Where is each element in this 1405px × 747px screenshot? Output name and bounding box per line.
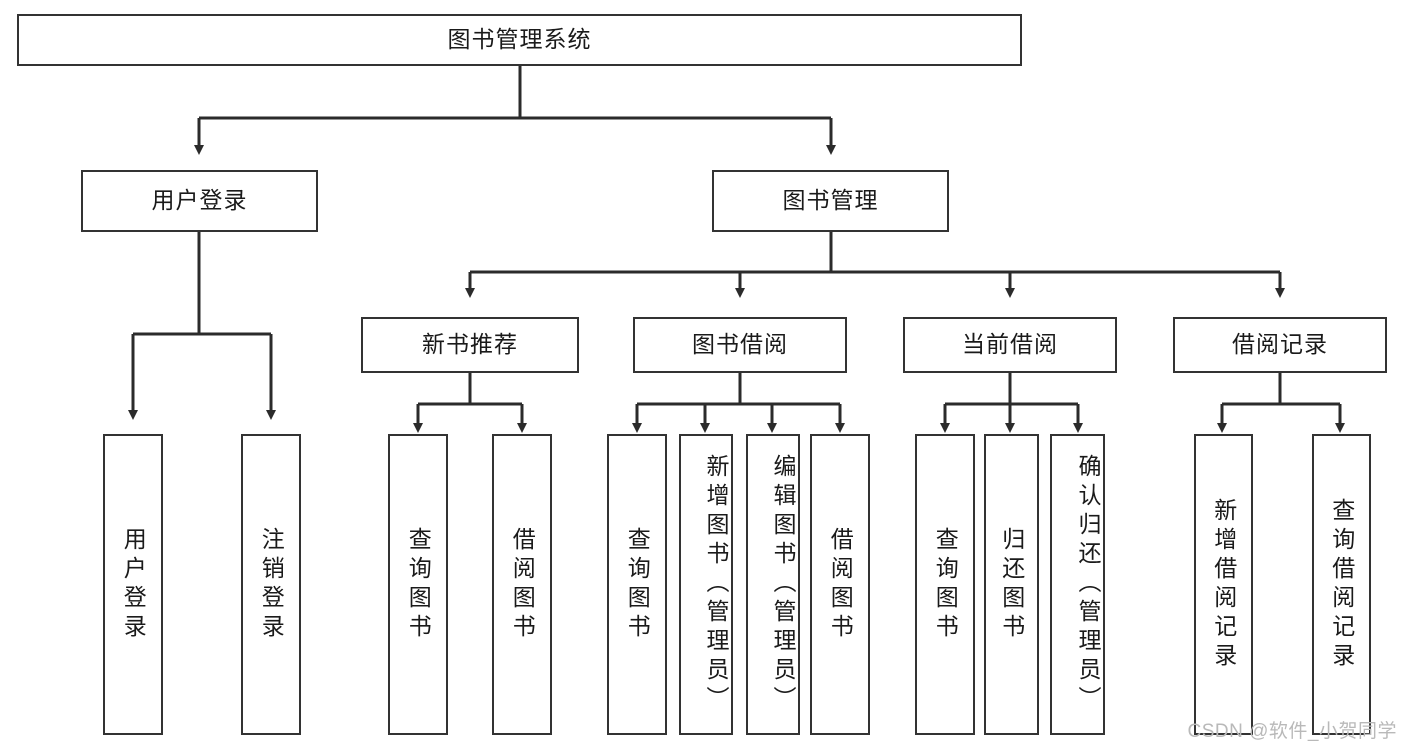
node-leaf-add-record[interactable]: 新增借阅记录	[1194, 434, 1253, 735]
node-leaf-edit-book[interactable]: 编辑图书（管理员）	[746, 434, 800, 735]
node-root[interactable]: 图书管理系统	[17, 14, 1022, 66]
node-leaf-query-book-2-label: 查询图书	[624, 526, 651, 643]
node-leaf-query-book-3-label: 查询图书	[932, 526, 959, 643]
node-leaf-logout-label: 注销登录	[258, 526, 285, 643]
node-leaf-return-book[interactable]: 归还图书	[984, 434, 1039, 735]
node-borrow-record-label: 借阅记录	[1232, 331, 1328, 358]
node-new-book-recommend[interactable]: 新书推荐	[361, 317, 579, 373]
node-leaf-user-login[interactable]: 用户登录	[103, 434, 163, 735]
node-leaf-confirm-return[interactable]: 确认归还（管理员）	[1050, 434, 1105, 735]
watermark: CSDN @软件_小贺同学	[1187, 721, 1397, 742]
node-leaf-edit-book-label: 编辑图书（管理员）	[770, 454, 796, 715]
node-new-book-recommend-label: 新书推荐	[422, 331, 518, 358]
node-leaf-borrow-book-1[interactable]: 借阅图书	[492, 434, 552, 735]
node-leaf-logout[interactable]: 注销登录	[241, 434, 301, 735]
node-leaf-query-book-1-label: 查询图书	[405, 526, 432, 643]
node-book-manage-label: 图书管理	[782, 187, 879, 214]
node-leaf-confirm-return-label: 确认归还（管理员）	[1075, 454, 1101, 715]
node-book-borrow[interactable]: 图书借阅	[633, 317, 847, 373]
node-leaf-user-login-label: 用户登录	[120, 526, 147, 643]
node-leaf-borrow-book-1-label: 借阅图书	[509, 526, 536, 643]
node-leaf-add-record-label: 新增借阅记录	[1210, 497, 1237, 672]
node-leaf-query-record-label: 查询借阅记录	[1328, 497, 1355, 672]
node-root-label: 图书管理系统	[447, 26, 592, 53]
node-leaf-borrow-book-2[interactable]: 借阅图书	[810, 434, 870, 735]
node-user-login-label: 用户登录	[151, 187, 248, 214]
node-borrow-record[interactable]: 借阅记录	[1173, 317, 1387, 373]
node-leaf-query-book-1[interactable]: 查询图书	[388, 434, 448, 735]
node-book-manage[interactable]: 图书管理	[712, 170, 949, 232]
node-leaf-add-book[interactable]: 新增图书（管理员）	[679, 434, 733, 735]
node-leaf-query-book-3[interactable]: 查询图书	[915, 434, 975, 735]
node-current-borrow-label: 当前借阅	[962, 331, 1058, 358]
node-leaf-add-book-label: 新增图书（管理员）	[703, 454, 729, 715]
node-book-borrow-label: 图书借阅	[692, 331, 788, 358]
node-leaf-query-record[interactable]: 查询借阅记录	[1312, 434, 1371, 735]
node-current-borrow[interactable]: 当前借阅	[903, 317, 1117, 373]
node-user-login[interactable]: 用户登录	[81, 170, 318, 232]
node-leaf-return-book-label: 归还图书	[998, 526, 1025, 643]
node-leaf-borrow-book-2-label: 借阅图书	[827, 526, 854, 643]
node-leaf-query-book-2[interactable]: 查询图书	[607, 434, 667, 735]
